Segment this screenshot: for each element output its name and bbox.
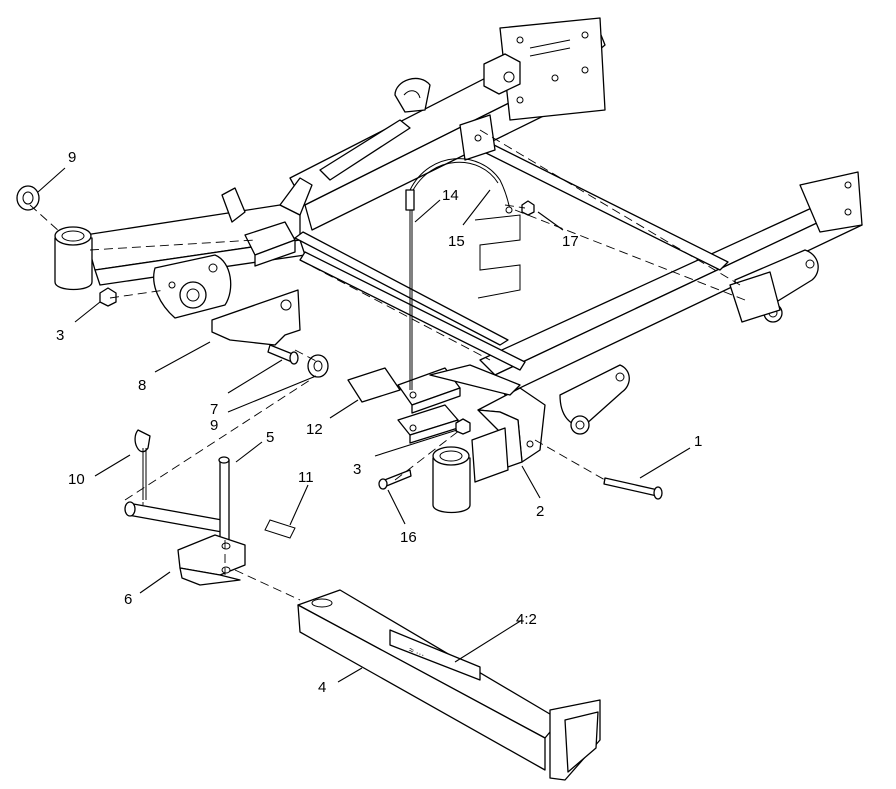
callout-labels: 9 3 8 7 9 14 15 17 12 3 16 2 1 10 5 11 6… — [56, 149, 702, 696]
frame-rear-rail — [289, 17, 606, 231]
lower-linkage: ≈ ··· — [124, 429, 601, 781]
callout-14: 14 — [442, 187, 459, 204]
hitch-bracket — [432, 387, 546, 514]
callout-10: 10 — [68, 471, 85, 488]
callout-3-center: 3 — [353, 461, 361, 478]
callout-8: 8 — [138, 377, 146, 394]
alignment-lines — [29, 129, 746, 601]
callout-6: 6 — [124, 591, 132, 608]
callout-11: 11 — [298, 469, 314, 486]
callout-2: 2 — [536, 503, 544, 520]
callout-9-top: 9 — [68, 149, 76, 166]
hardware — [16, 185, 663, 500]
callout-7: 7 — [210, 401, 218, 418]
callout-1: 1 — [694, 433, 702, 450]
callout-16: 16 — [400, 529, 417, 546]
callout-9-center: 9 — [210, 417, 218, 434]
callout-5: 5 — [266, 429, 274, 446]
leader-lines — [37, 167, 691, 683]
cable-assembly — [405, 158, 521, 390]
frame-right-rail — [479, 171, 863, 435]
callout-17: 17 — [562, 233, 579, 250]
callout-3-left: 3 — [56, 327, 64, 344]
callout-4-2: 4:2 — [516, 611, 537, 628]
callout-12: 12 — [306, 421, 323, 438]
frame-left-rail — [54, 177, 313, 319]
callout-4: 4 — [318, 679, 326, 696]
callout-15: 15 — [448, 233, 465, 250]
